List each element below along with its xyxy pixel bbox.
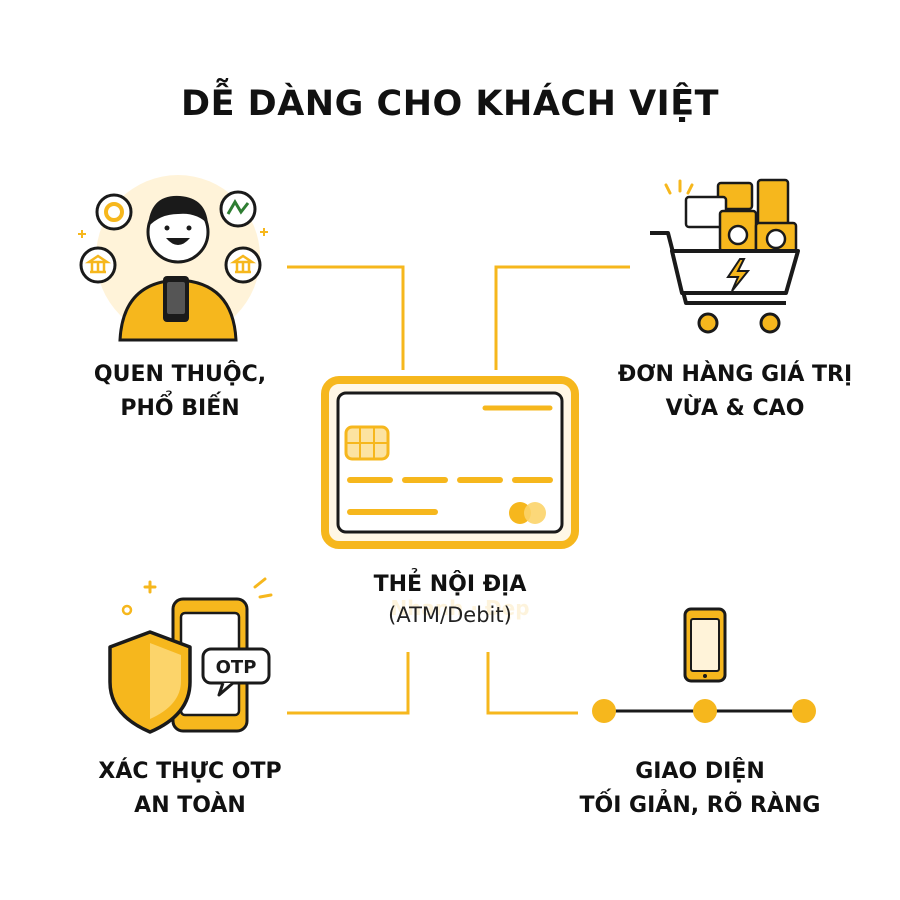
happy-user-phone-icon — [78, 175, 268, 342]
debit-card-icon — [321, 376, 579, 549]
feature-otp-label: XÁC THỰC OTP AN TOÀN — [98, 759, 282, 818]
otp-shield-phone-icon: OTP — [108, 577, 273, 734]
center-title: THẺ NỘI ĐỊA — [373, 572, 527, 597]
simple-interface-icon — [592, 607, 816, 723]
feature-familiar-label: QUEN THUỘC, PHỔ BIẾN — [93, 362, 267, 421]
page-title: DỄ DÀNG CHO KHÁCH VIỆT — [181, 84, 719, 124]
feature-order-value-label: ĐƠN HÀNG GIÁ TRỊ VỪA & CAO — [617, 362, 853, 421]
otp-badge-text: OTP — [216, 657, 257, 678]
center-label: THẺ NỘI ĐỊA (ATM/Debit) — [300, 570, 600, 630]
center-subtitle: (ATM/Debit) — [388, 603, 512, 627]
shopping-cart-icon — [650, 178, 800, 334]
watermark-tagline: Nhanh · Đẹp — [390, 596, 530, 620]
feature-interface-label: GIAO DIỆN TỐI GIẢN, RÕ RÀNG — [579, 759, 821, 818]
